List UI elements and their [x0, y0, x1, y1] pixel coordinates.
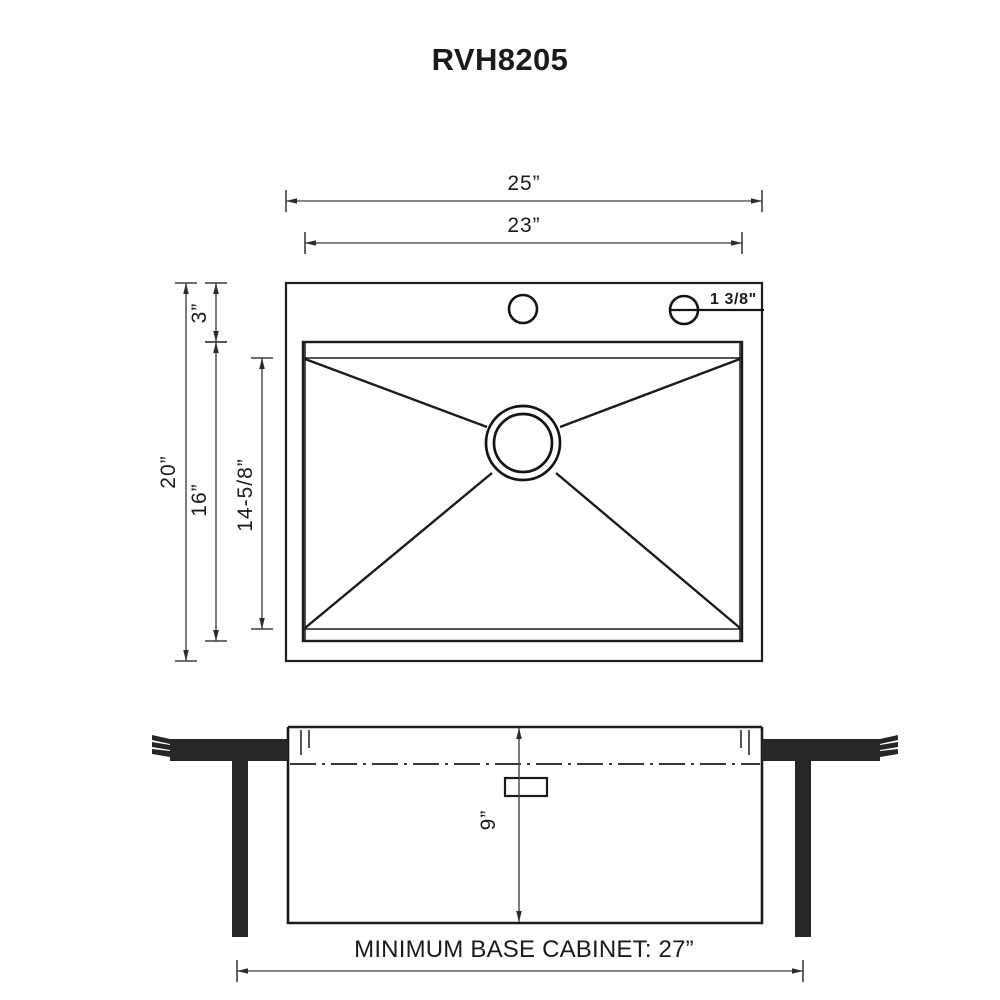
sink-top-view-body: 1 3/8" — [284, 281, 764, 663]
dimension-rim-offset: 3” — [188, 282, 227, 343]
dimension-basin-height: 14-5/8” — [234, 357, 273, 630]
dimension-label-hole-diameter: 1 3/8" — [710, 291, 757, 308]
faucet-hole-center — [507, 293, 539, 325]
page-title: RVH8205 — [432, 42, 569, 77]
drain-outer-ring — [484, 404, 562, 482]
basin-slope-bottom-right — [555, 472, 741, 629]
dimension-label-overall-height: 20” — [157, 455, 180, 488]
dimension-label-rim-offset: 3” — [188, 303, 211, 324]
section-drain-slot — [503, 776, 549, 798]
sink-basin-outline — [301, 340, 744, 643]
dimension-label-basin-height: 14-5/8” — [234, 458, 257, 532]
countertop-slab-left — [170, 739, 288, 761]
dimension-inner-height: 16” — [188, 341, 227, 642]
dimension-cabinet-width — [236, 960, 804, 982]
break-mark-left — [152, 735, 170, 757]
sink-outer-rim — [284, 281, 764, 663]
dimension-inner-width: 23” — [304, 214, 743, 254]
cabinet-wall-right — [795, 761, 811, 937]
dimension-bowl-depth: 9” — [477, 728, 522, 922]
cabinet-wall-left — [232, 761, 248, 937]
basin-slope-bottom-left — [304, 472, 493, 629]
countertop-slab-right — [762, 739, 880, 761]
basin-slope-top-right — [559, 357, 741, 429]
sink-cross-section-body: 9” MINIMUM BASE CABINET: 27” — [152, 725, 898, 982]
dimension-label-inner-width: 23” — [507, 214, 540, 237]
dimension-overall-width: 25” — [285, 172, 763, 212]
dimension-label-bowl-depth: 9” — [477, 810, 500, 831]
break-mark-right — [880, 735, 898, 757]
dimension-label-overall-width: 25” — [507, 172, 540, 195]
dimension-overall-height: 20” — [157, 282, 197, 662]
drain-inner-ring — [492, 412, 554, 474]
section-basin-walls — [286, 727, 764, 925]
basin-slope-top-left — [304, 357, 488, 429]
dimension-label-inner-height: 16” — [188, 483, 211, 516]
cabinet-note-label: MINIMUM BASE CABINET: 27” — [354, 936, 694, 963]
